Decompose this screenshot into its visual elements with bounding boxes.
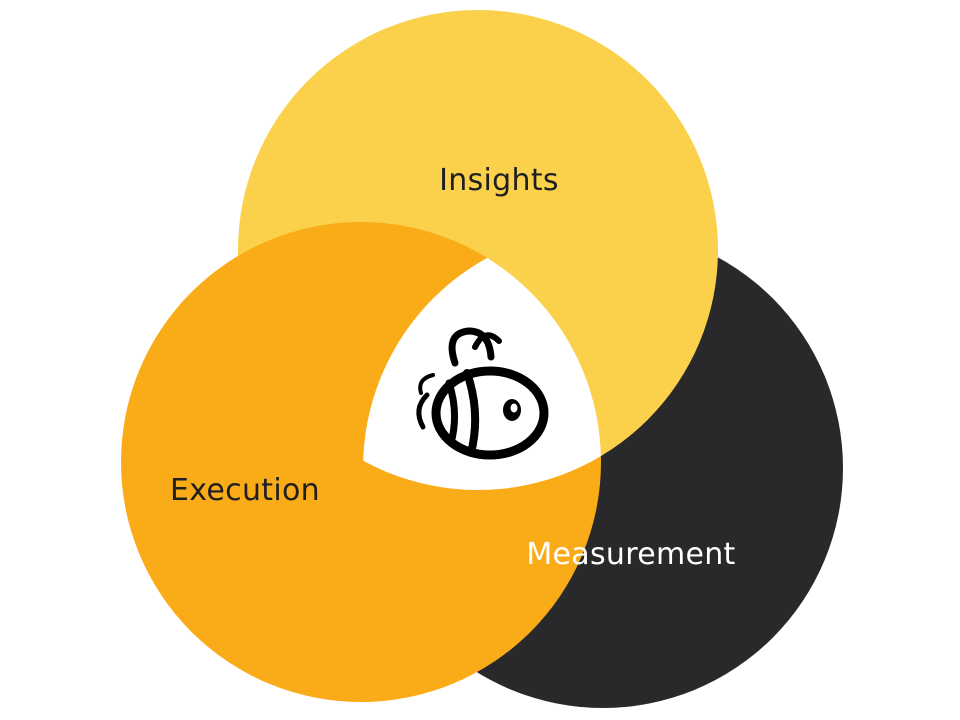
bee-logo-icon: [416, 327, 549, 460]
measurement-label: Measurement: [526, 537, 735, 572]
insights-label: Insights: [439, 163, 559, 198]
center-intersection: [363, 228, 601, 490]
execution-label: Execution: [170, 473, 320, 508]
